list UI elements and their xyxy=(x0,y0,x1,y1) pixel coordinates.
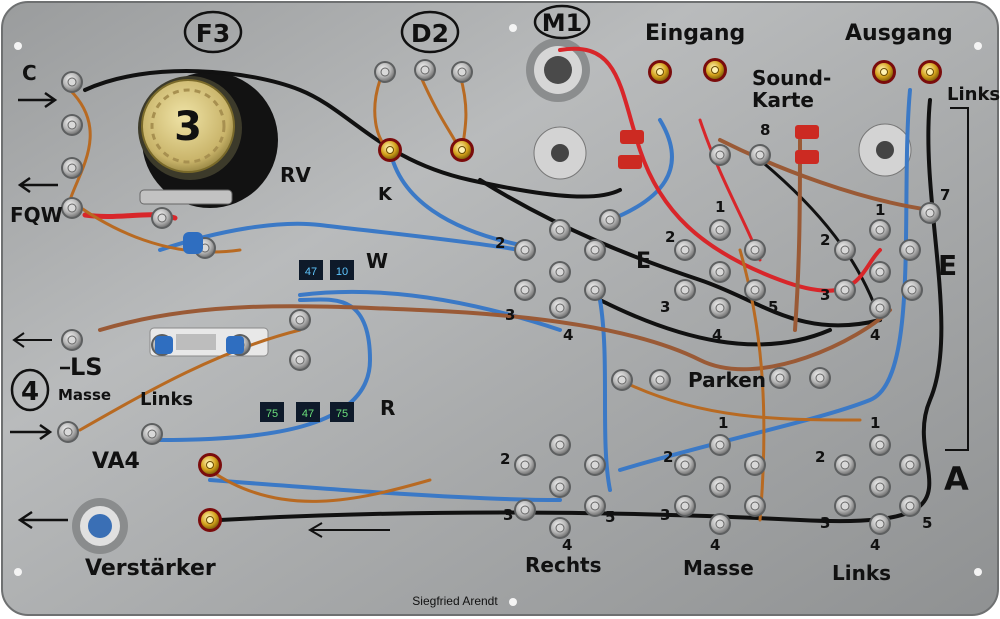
wiring xyxy=(68,46,944,523)
arrow-in-masse xyxy=(10,423,53,441)
svg-text:3: 3 xyxy=(660,506,670,524)
label-masse-bottom: Masse xyxy=(683,556,754,580)
potentiometer-f3 xyxy=(138,72,278,208)
label-e-right: E xyxy=(938,249,957,282)
svg-text:3: 3 xyxy=(660,298,670,316)
label-circle-m1 xyxy=(533,4,591,40)
label-soundkarte-1: Sound- xyxy=(752,66,831,90)
svg-text:8: 8 xyxy=(760,121,770,139)
screw-hole xyxy=(509,598,517,606)
label-parken: Parken xyxy=(688,368,766,392)
blue-capacitor xyxy=(183,232,203,254)
label-f3: F3 xyxy=(196,19,230,48)
screw-hole xyxy=(14,42,22,50)
svg-text:5: 5 xyxy=(605,508,615,526)
bracket-line xyxy=(945,107,969,451)
label-circle-d2 xyxy=(400,10,460,54)
svg-text:5: 5 xyxy=(768,298,778,316)
label-soundkarte-2: Karte xyxy=(752,88,814,112)
label-rv: RV xyxy=(280,163,311,187)
resistor-label: 47 xyxy=(305,266,317,278)
svg-text:2: 2 xyxy=(665,228,675,246)
resistor-chips xyxy=(260,260,354,422)
svg-text:3: 3 xyxy=(820,514,830,532)
arrow-out-verstaerker xyxy=(17,510,68,530)
svg-text:3: 3 xyxy=(820,286,830,304)
arrow-return xyxy=(308,522,390,538)
label-four: 4 xyxy=(21,377,39,407)
svg-text:1: 1 xyxy=(875,201,885,219)
label-w: W xyxy=(366,249,388,273)
svg-text:3: 3 xyxy=(503,506,513,524)
svg-text:7: 7 xyxy=(940,186,950,204)
label-k: K xyxy=(378,184,393,205)
arrow-out-fqw xyxy=(17,176,58,194)
svg-text:2: 2 xyxy=(815,448,825,466)
screw-hole xyxy=(509,24,517,32)
label-fqw: FQW xyxy=(10,203,63,227)
svg-text:4: 4 xyxy=(562,536,572,554)
resistor-label: 75 xyxy=(266,408,278,420)
arrow-in-c xyxy=(18,91,58,109)
svg-text:1: 1 xyxy=(715,198,725,216)
label-e-center: E xyxy=(636,249,651,274)
knob-number: 3 xyxy=(174,104,202,150)
label-masse-left: Masse xyxy=(58,386,111,404)
terminal-numbers: 2 3 4 1 2 3 4 5 7 8 1 2 3 4 1 2 3 4 1 2 … xyxy=(495,121,950,554)
label-va4: VA4 xyxy=(92,449,140,474)
label-links-bottom: Links xyxy=(832,561,891,585)
arrow-ls xyxy=(12,332,52,348)
svg-text:4: 4 xyxy=(870,536,880,554)
author-credit: Siegfried Arendt xyxy=(412,594,498,608)
label-rechts-bottom: Rechts xyxy=(525,553,602,577)
svg-text:4: 4 xyxy=(712,326,722,344)
resistor-label: 47 xyxy=(302,408,314,420)
label-ausgang: Ausgang xyxy=(845,21,953,46)
label-r-mid: R xyxy=(380,396,395,420)
svg-text:1: 1 xyxy=(718,414,728,432)
svg-text:1: 1 xyxy=(870,414,880,432)
screw-hole xyxy=(974,42,982,50)
label-verstaerker: Verstärker xyxy=(85,556,216,581)
red-connectors xyxy=(618,125,819,169)
svg-text:2: 2 xyxy=(663,448,673,466)
svg-text:4: 4 xyxy=(563,326,573,344)
label-links-left: Links xyxy=(140,389,193,410)
label-m1: M1 xyxy=(542,9,583,37)
label-ls: LS xyxy=(70,353,103,381)
svg-text:2: 2 xyxy=(495,234,505,252)
trimmer-pot xyxy=(533,126,587,180)
label-c: C xyxy=(22,61,37,85)
svg-text:4: 4 xyxy=(870,326,880,344)
label-d2: D2 xyxy=(411,19,449,48)
label-circle-4 xyxy=(10,368,50,412)
screw-hole xyxy=(14,568,22,576)
label-circle-f3 xyxy=(183,10,243,54)
label-links-top: Links xyxy=(947,84,1000,105)
svg-text:2: 2 xyxy=(820,231,830,249)
label-eingang: Eingang xyxy=(645,21,745,46)
svg-text:2: 2 xyxy=(500,450,510,468)
svg-text:5: 5 xyxy=(922,514,932,532)
din-socket-m1 xyxy=(526,38,590,102)
svg-text:3: 3 xyxy=(505,306,515,324)
blue-capacitor xyxy=(226,336,244,354)
resistor-label: 75 xyxy=(336,408,348,420)
screw-hole xyxy=(974,568,982,576)
output-socket xyxy=(72,498,128,554)
trimmer-pot xyxy=(858,123,912,177)
resistor-label: 10 xyxy=(336,266,348,278)
svg-text:4: 4 xyxy=(710,536,720,554)
label-a: A xyxy=(944,460,969,498)
blue-capacitor xyxy=(155,336,173,354)
